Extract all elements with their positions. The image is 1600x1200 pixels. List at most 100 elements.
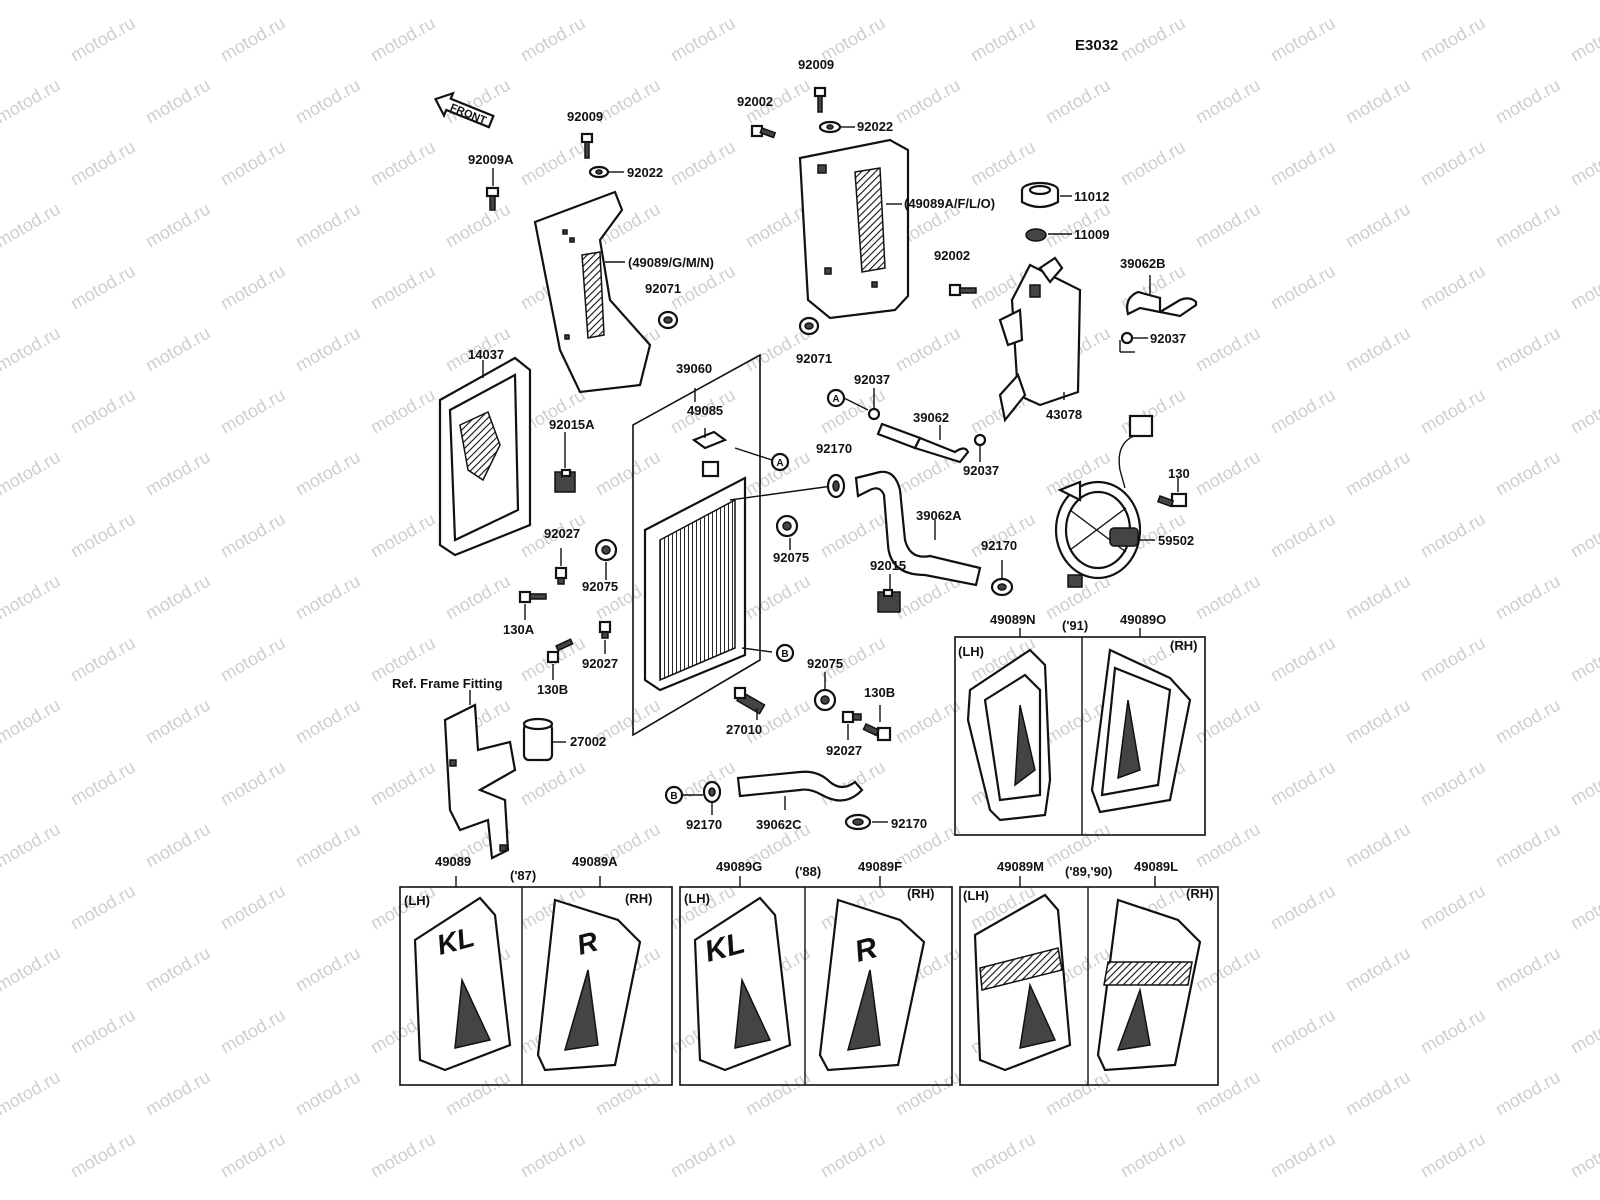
watermark-text: motod.ru (1342, 447, 1414, 500)
watermark-text: motod.ru (1192, 819, 1264, 872)
hose-39062A-part (854, 470, 982, 587)
watermark-text: motod.ru (292, 571, 364, 624)
label-lh-88: (LH) (684, 891, 710, 906)
watermark-text: motod.ru (1042, 1067, 1114, 1120)
watermark-text: motod.ru (1567, 881, 1600, 934)
bolt-92009-right-icon (813, 86, 827, 113)
watermark-text: motod.ru (1417, 509, 1489, 562)
watermark-text: motod.ru (1042, 199, 1114, 252)
watermark-text: motod.ru (217, 881, 289, 934)
left-shroud-part (533, 190, 652, 394)
bolt-130B-right-icon (862, 723, 892, 742)
watermark-text: motod.ru (967, 509, 1039, 562)
variant-panel-89-90 (959, 886, 1219, 1086)
label-year-88: ('88) (795, 864, 821, 879)
label-rh-89-90: (RH) (1186, 886, 1213, 901)
grommet-92075-c-icon (813, 688, 837, 712)
svg-text:A: A (776, 458, 783, 469)
watermark-text: motod.ru (1342, 571, 1414, 624)
watermark-text: motod.ru (1342, 199, 1414, 252)
variant-panel-91 (954, 628, 1206, 836)
watermark-text: motod.ru (1192, 199, 1264, 252)
watermark-text: motod.ru (1192, 323, 1264, 376)
label-49089G: 49089G (716, 859, 762, 874)
watermark-text: motod.ru (1267, 757, 1339, 810)
label-92002-top: 92002 (737, 94, 773, 109)
label-rh-87: (RH) (625, 891, 652, 906)
label-lh-89-90: (LH) (963, 888, 989, 903)
label-43078: 43078 (1046, 407, 1082, 422)
label-27010: 27010 (726, 722, 762, 737)
label-92022-right: 92022 (857, 119, 893, 134)
watermark-text: motod.ru (517, 13, 589, 66)
clamp-92037-low-icon (973, 433, 987, 447)
watermark-text: motod.ru (142, 0, 214, 3)
watermark-text: motod.ru (742, 0, 814, 3)
watermark-text: motod.ru (367, 137, 439, 190)
damper-92015-icon (877, 588, 901, 613)
watermark-text: motod.ru (817, 509, 889, 562)
label-92075-b: 92075 (773, 550, 809, 565)
watermark-text: motod.ru (1417, 13, 1489, 66)
label-130B-left: 130B (537, 682, 568, 697)
marker-a-top: A (770, 452, 790, 472)
washer-92022-left-icon (588, 165, 610, 179)
label-130B-right: 130B (864, 685, 895, 700)
label-39062: 39062 (913, 410, 949, 425)
watermark-text: motod.ru (1267, 1005, 1339, 1058)
marker-b-hose: B (664, 785, 684, 805)
watermark-text: motod.ru (1042, 75, 1114, 128)
watermark-text: motod.ru (142, 571, 214, 624)
variant-panels-bottom: KL R KL R (399, 876, 1219, 1086)
watermark-text: motod.ru (517, 757, 589, 810)
watermark-text: motod.ru (1567, 1129, 1600, 1182)
label-39060: 39060 (676, 361, 712, 376)
label-49089L: 49089L (1134, 859, 1178, 874)
watermark-text: motod.ru (1417, 137, 1489, 190)
watermark-text: motod.ru (217, 261, 289, 314)
watermark-text: motod.ru (0, 199, 64, 252)
watermark-text: motod.ru (1417, 1005, 1489, 1058)
watermark-text: motod.ru (892, 75, 964, 128)
watermark-text: motod.ru (1267, 881, 1339, 934)
watermark-text: motod.ru (367, 385, 439, 438)
label-92022-left: 92022 (627, 165, 663, 180)
marker-b-top: B (775, 643, 795, 663)
clamp-92170-b1-icon (702, 780, 722, 804)
label-14037: 14037 (468, 347, 504, 362)
watermark-text: motod.ru (1417, 881, 1489, 934)
watermark-text: motod.ru (367, 757, 439, 810)
variant-panel-87 (399, 886, 673, 1086)
clamp-92170-top-icon (826, 473, 846, 499)
watermark-text: motod.ru (67, 881, 139, 934)
clamp-92170-mid-icon (990, 577, 1014, 597)
right-shroud-part (798, 138, 910, 320)
watermark-text: motod.ru (1567, 13, 1600, 66)
watermark-text: motod.ru (1342, 1067, 1414, 1120)
bolt-92002-top-icon (750, 124, 777, 139)
fan-59502-part (1054, 414, 1154, 588)
watermark-text: motod.ru (292, 323, 364, 376)
watermark-text: motod.ru (1492, 447, 1564, 500)
watermark-text: motod.ru (67, 633, 139, 686)
svg-text:B: B (670, 791, 677, 802)
watermark-text: motod.ru (0, 323, 64, 376)
watermark-text: motod.ru (217, 1129, 289, 1182)
label-92170-b2: 92170 (891, 816, 927, 831)
radiator-cap-11012-icon (1020, 181, 1060, 209)
watermark-text: motod.ru (217, 385, 289, 438)
svg-text:A: A (832, 394, 839, 405)
clamp-92170-b2-icon (844, 813, 872, 831)
label-39062B: 39062B (1120, 256, 1166, 271)
reserve-tank-43078-part (998, 256, 1082, 423)
watermark-text: motod.ru (367, 1129, 439, 1182)
watermark-text: motod.ru (1267, 261, 1339, 314)
part-labels: 92009 92002 92022 92009 92022 92009A (49… (392, 57, 1213, 908)
marker-a-hose: A (826, 388, 846, 408)
watermark-text: motod.ru (742, 1067, 814, 1120)
label-49089F: 49089F (858, 859, 902, 874)
label-92009-right: 92009 (798, 57, 834, 72)
label-92075-a: 92075 (582, 579, 618, 594)
watermark-text: motod.ru (367, 13, 439, 66)
